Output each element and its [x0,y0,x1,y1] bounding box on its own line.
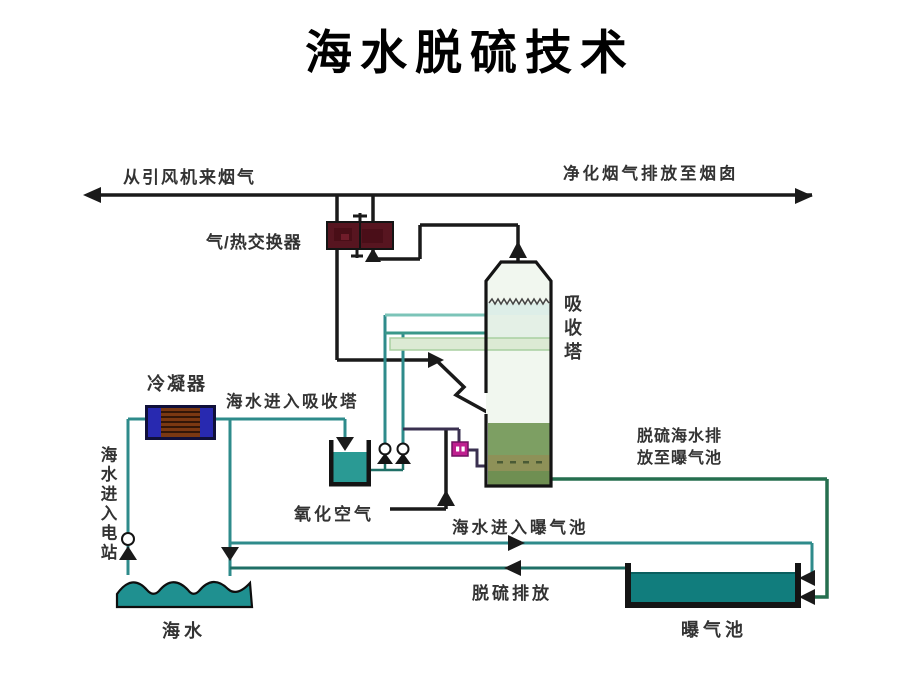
label-sea: 海水 [162,621,206,641]
label-flue-gas-in: 从引风机来烟气 [123,168,256,187]
absorption-tower-vessel [389,260,553,488]
label-desulf-discharge: 脱硫排放 [472,584,552,603]
label-seawater-to-aeration-pond: 海水进入曝气池 [452,519,589,537]
diagram-title: 海水脱硫技术 [305,26,635,81]
aeration-pond [625,563,801,608]
spray-pumps [377,442,411,464]
label-clean-gas-out: 净化烟气排放至烟囱 [563,165,739,183]
label-heat-exchanger: 气/热交换器 [206,233,302,252]
sea-intake-pump [121,532,135,546]
gas-heat-exchanger-unit [326,221,394,250]
label-absorption-tower: 吸收塔 [562,294,582,366]
condenser-unit [145,405,216,440]
label-desulf-seawater-to-pond: 脱硫海水排放至曝气池 [637,428,723,467]
label-seawater-to-tower: 海水进入吸收塔 [226,393,359,411]
label-condenser: 冷凝器 [147,374,207,394]
label-oxidation-air: 氧化空气 [294,505,374,524]
recirculation-valve [451,441,469,457]
sea-shape [115,580,254,609]
seawater-feed-tank [329,440,371,487]
label-aeration-pond: 曝气池 [681,620,747,640]
demister-zigzag [488,297,550,306]
recirculation-pipe [403,427,486,468]
water-flow-arrows [119,437,815,605]
gas-flow-arrows [83,187,813,506]
label-seawater-to-plant: 海水进入电站 [98,446,116,563]
